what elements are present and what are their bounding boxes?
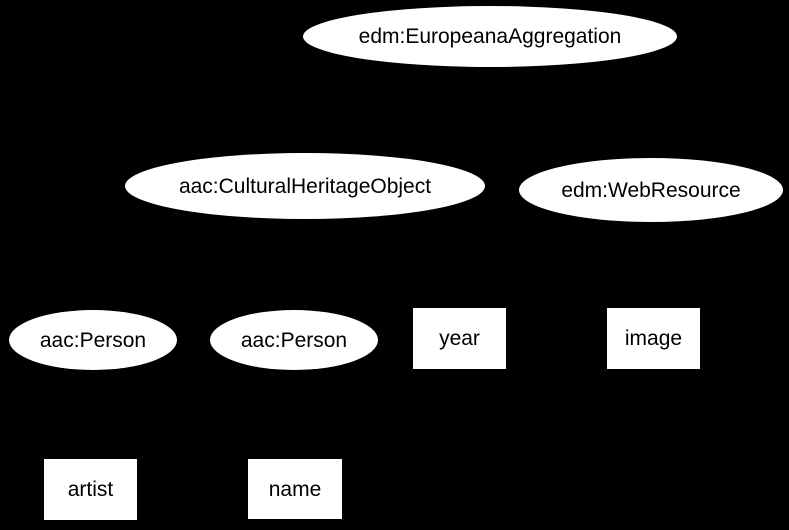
- node-label: image: [624, 327, 683, 350]
- node-label: artist: [67, 478, 114, 501]
- node-aac-person-2: aac:Person: [210, 310, 378, 370]
- node-label: edm:EuropeanaAggregation: [358, 25, 622, 48]
- node-edm-web-resource: edm:WebResource: [519, 158, 783, 222]
- node-aac-cultural-heritage-object: aac:CulturalHeritageObject: [125, 153, 485, 219]
- node-aac-person-1: aac:Person: [9, 310, 177, 370]
- node-label: aac:Person: [39, 328, 147, 352]
- node-label: edm:WebResource: [561, 178, 741, 202]
- node-edm-europeana-aggregation: edm:EuropeanaAggregation: [303, 6, 677, 67]
- node-year: year: [413, 308, 506, 369]
- node-label: aac:Person: [240, 328, 348, 352]
- node-label: name: [268, 477, 322, 501]
- node-artist: artist: [44, 459, 137, 520]
- node-label: year: [439, 327, 480, 350]
- node-label: aac:CulturalHeritageObject: [178, 174, 432, 198]
- node-image: image: [607, 308, 700, 369]
- node-name: name: [248, 459, 342, 519]
